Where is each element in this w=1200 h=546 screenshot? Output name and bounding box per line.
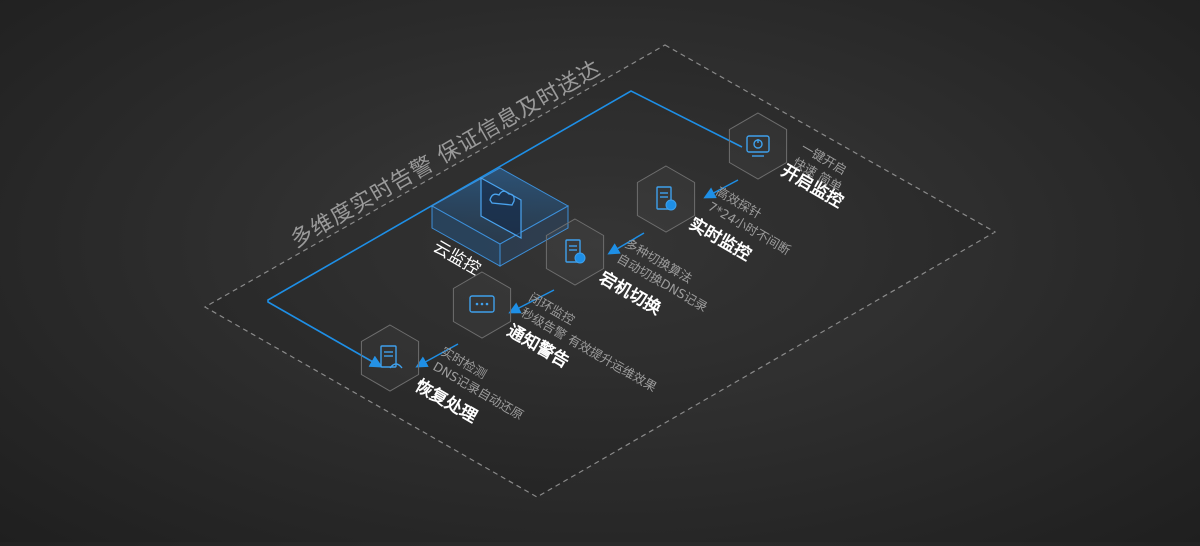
flow-arrow-1 [703,179,739,199]
cloud-icon [480,176,522,240]
monitor-power-icon [746,135,770,157]
flow-arrow-2 [607,232,645,255]
hexagon-frame [636,165,696,233]
hexagon-frame [545,218,605,286]
hexagon-frame [728,112,788,180]
server-probe-icon [656,186,677,211]
hexagon-frame [452,271,512,339]
document-restore-icon [380,345,403,369]
flow-arrow-4 [415,343,459,368]
hexagon-frame [360,324,420,392]
cloud-monitor-box: 云监控 [430,167,570,280]
message-alert-icon [469,295,495,313]
flow-loop-line [267,90,743,368]
flow-arrow-3 [508,289,555,314]
server-switch-icon [565,239,586,264]
